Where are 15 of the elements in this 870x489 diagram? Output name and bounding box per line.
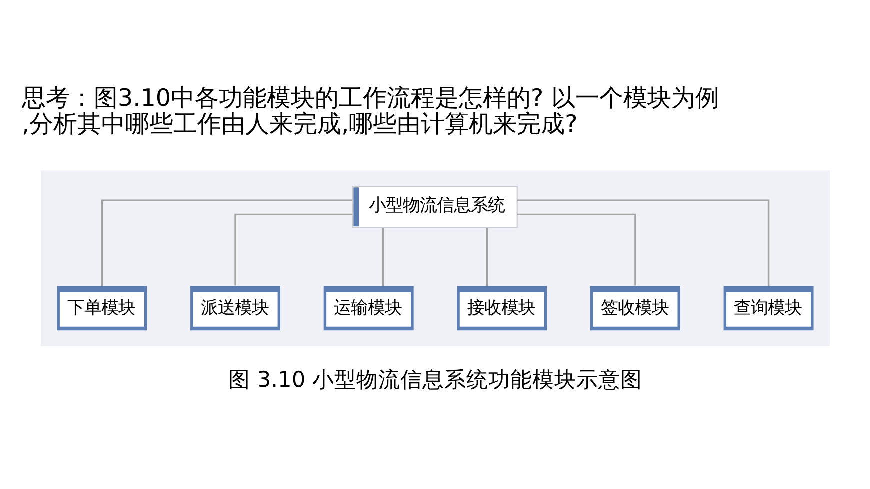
node-box: 接收模块: [456, 286, 547, 331]
connector: [486, 228, 488, 286]
diagram-title: 思考：图3.10中各功能模块的工作流程是怎样的? 以一个模块为例,分析其中哪些工作由人来完成,哪些由计算机来完成?: [22, 84, 719, 138]
connector: [516, 214, 636, 286]
node-box: 签收模块: [590, 286, 680, 331]
node-box: 查询模块: [723, 286, 814, 331]
connector: [234, 214, 352, 286]
cluster: [40, 170, 830, 346]
connector: [100, 200, 352, 286]
connector: [382, 228, 384, 286]
node-box: 派送模块: [190, 286, 280, 331]
caption: 图 3.10 小型物流信息系统功能模块示意图: [228, 368, 642, 394]
node-box: 下单模块: [56, 286, 147, 331]
connector: [516, 200, 770, 286]
node-box: 运输模块: [323, 286, 414, 331]
